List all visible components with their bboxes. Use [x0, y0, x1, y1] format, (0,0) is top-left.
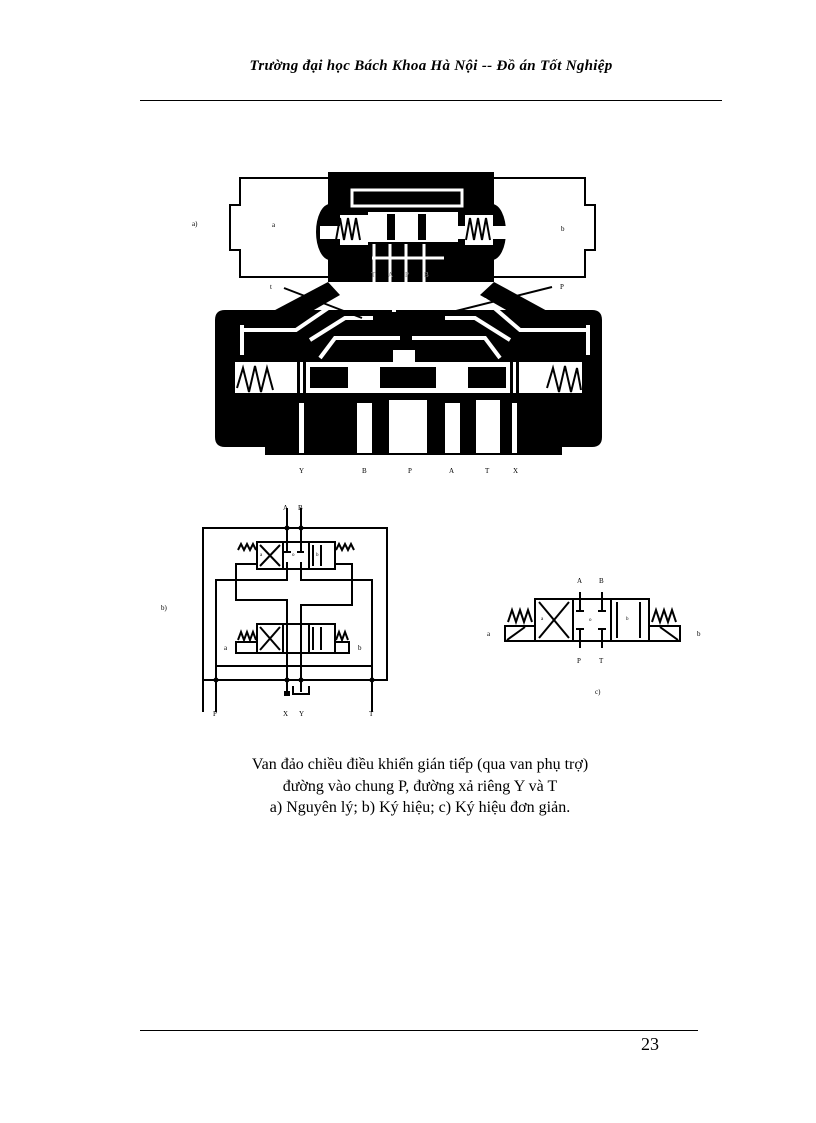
pilot-to-main-right: [480, 282, 560, 318]
port-label: A: [577, 577, 582, 585]
solenoid-label: b: [358, 644, 362, 652]
caption-line: đường vào chung P, đường xả riêng Y và T: [282, 777, 558, 795]
port-label: B: [298, 504, 303, 512]
solenoid-a-label: a: [272, 221, 276, 229]
spring-icon: [507, 606, 533, 626]
footer-rule: [140, 1030, 698, 1031]
pilot-to-main-left: [260, 282, 340, 318]
spring-icon: [237, 541, 257, 553]
main-port-label: P: [408, 467, 412, 475]
cell-label: o: [292, 553, 295, 558]
main-valve-symbol: [256, 541, 336, 570]
cell-label: a: [260, 553, 263, 558]
figure-caption: Van đảo chiều điều khiển gián tiếp (qua …: [140, 754, 700, 819]
pointer-p: [439, 286, 553, 316]
solenoid-icon: [334, 641, 350, 654]
pilot-port-label: P: [405, 271, 409, 279]
figure-b-symbol: [202, 508, 388, 712]
pilot-valve-symbol: [256, 623, 336, 654]
spring-icon: [237, 629, 257, 643]
figure-b-labels: b) A B a o b a b P X Y T: [161, 504, 374, 718]
main-port-slots: [299, 400, 517, 453]
pilot-port-label: A: [388, 271, 393, 279]
pilot-spring-left: [335, 217, 361, 241]
solenoid-icon: [504, 625, 536, 642]
page-number: 23: [641, 1034, 659, 1054]
pointer-t-label: t: [270, 283, 272, 291]
figure-a-principle: a) a b T A P B t P Y B P A T X: [192, 172, 602, 475]
cell-label: a: [541, 617, 544, 622]
main-port-label: Y: [299, 467, 304, 475]
control-channels: [240, 286, 590, 360]
port-label: B: [599, 577, 604, 585]
pilot-supply-frame: [202, 527, 388, 712]
port-label: Y: [299, 710, 304, 718]
main-spring-right: [546, 364, 582, 393]
pointer-t: [283, 287, 363, 319]
cell-label: o: [589, 618, 592, 623]
pilot-spring-right: [465, 217, 491, 241]
solenoid-label: a: [224, 644, 228, 652]
pointer-p-label: P: [560, 283, 564, 291]
figure-a-label: a): [192, 220, 198, 228]
caption-line: a) Nguyên lý; b) Ký hiệu; c) Ký hiệu đơn…: [269, 799, 571, 816]
spring-icon: [651, 606, 677, 626]
port-label: A: [283, 504, 288, 512]
pilot-port-label: T: [371, 271, 376, 279]
cell-label: b: [626, 617, 629, 622]
port-label: T: [599, 657, 604, 665]
spring-icon: [335, 629, 349, 643]
figure-b-label: b): [161, 604, 168, 612]
figure-c-simplified-symbol: [504, 592, 681, 648]
main-port-label: A: [449, 467, 454, 475]
figure-c-labels: A B P T a o b a b c): [487, 577, 701, 696]
solenoid-label: a: [487, 630, 491, 638]
main-port-label: T: [485, 467, 490, 475]
solenoid-icon: [648, 625, 681, 642]
pilot-port-label: B: [424, 271, 429, 279]
header-rule: [140, 100, 722, 101]
spring-icon: [335, 541, 355, 553]
solenoid-b-label: b: [561, 225, 565, 233]
solenoid-label: b: [697, 630, 701, 638]
caption-line: Van đảo chiều điều khiển gián tiếp (qua …: [251, 756, 589, 773]
solenoid-icon: [235, 641, 258, 654]
port-label: P: [213, 710, 217, 718]
port-label: T: [369, 710, 374, 718]
port-label: X: [283, 710, 288, 718]
port-label: P: [577, 657, 581, 665]
main-port-label: B: [362, 467, 367, 475]
figure-c-label: c): [595, 688, 601, 696]
main-spring-left: [236, 364, 274, 393]
main-port-label: X: [513, 467, 518, 475]
cell-label: b: [316, 553, 319, 558]
running-header: Trường đại học Bách Khoa Hà Nội -- Đồ án…: [249, 58, 613, 74]
